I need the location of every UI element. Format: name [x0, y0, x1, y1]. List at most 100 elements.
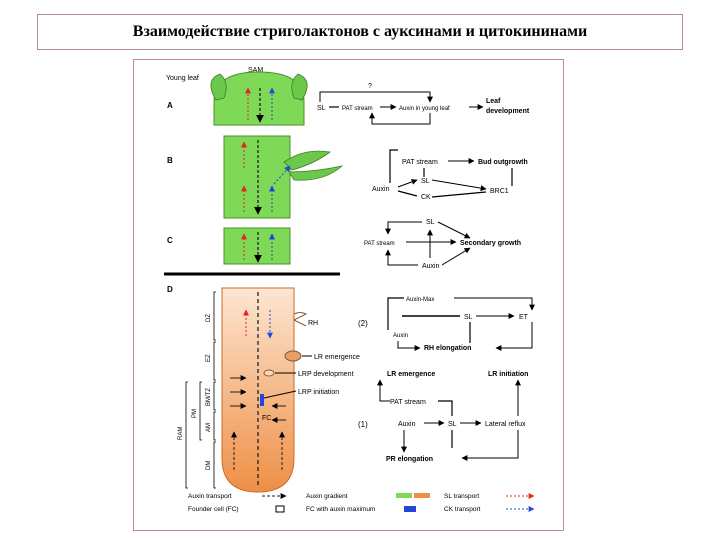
- auxin-node-b: Auxin: [372, 186, 390, 193]
- leaf-development-line1: Leaf: [486, 98, 501, 105]
- legend-fc-swatch: [275, 505, 285, 513]
- panel-c: C SL PAT stream Secondary growth Auxin: [167, 219, 521, 270]
- bud-outgrowth-node: Bud outgrowth: [478, 159, 528, 166]
- figure-frame: A Young leaf SAM ? SL PAT stream Auxin i…: [133, 59, 564, 531]
- lrp-initiation-pointer: [263, 390, 297, 399]
- root-hair: [292, 312, 308, 327]
- lr-emergence-marker: [284, 350, 302, 362]
- lrp-initiation-label: LRP initiation: [298, 389, 339, 396]
- edge-feedback-a: [369, 112, 431, 125]
- pat-stream-node-a: PAT stream: [342, 106, 373, 112]
- edge-auxin-ck: [397, 190, 418, 197]
- lr-emergence-label: LR emergence: [314, 354, 360, 361]
- secondary-growth-node: Secondary growth: [460, 240, 521, 247]
- axillary-bud: [283, 150, 332, 171]
- legend-auxin-gradient: Auxin gradient: [306, 493, 348, 500]
- auxin-node-d1: Auxin: [398, 421, 416, 428]
- edge-sl-brc1: [431, 179, 487, 192]
- pat-stream-node-c: PAT stream: [364, 241, 395, 247]
- sam-label: SAM: [248, 67, 263, 74]
- edge-reflux-pr: [461, 430, 519, 461]
- slide-title: Взаимодействие стриголактонов с ауксинам…: [132, 23, 588, 40]
- axillary-leaf: [288, 165, 344, 181]
- zone-pm: PM: [192, 409, 198, 418]
- panel-label-b: B: [167, 156, 173, 165]
- lrp-development-label: LRP development: [298, 371, 354, 378]
- edge-auxin-secondary: [441, 247, 471, 266]
- sl-node-c: SL: [426, 219, 435, 226]
- edge-sl-pat-c: [385, 221, 422, 235]
- edge-pat-emergence: [377, 379, 390, 402]
- et-node: ET: [519, 314, 529, 321]
- panel-b: B PAT stream Bud outgrowth SL Auxin CK B…: [167, 135, 528, 219]
- leaf-development-line2: development: [486, 108, 530, 115]
- edge-question-loop: [319, 91, 433, 103]
- pat-stream-node-d: PAT stream: [390, 399, 426, 406]
- stem-segment-b: [223, 135, 291, 219]
- lr-emergence-node: LR emergence: [387, 371, 435, 378]
- zone-ez: EZ: [206, 354, 212, 362]
- sl-node-d2: SL: [464, 314, 473, 321]
- panel-d: D RH FC LR emergence LRP development LRP…: [167, 285, 535, 493]
- edge-auxmax-loop: [387, 297, 404, 330]
- zone-dm: DM: [206, 461, 212, 470]
- sl-node-d1: SL: [448, 421, 457, 428]
- question-mark: ?: [368, 83, 372, 90]
- auxin-node-d2: Auxin: [393, 333, 408, 339]
- legend-sl-transport: SL transport: [444, 493, 479, 500]
- edge-auxin-pat-c: [385, 249, 418, 266]
- panel-label-a: A: [167, 101, 173, 110]
- ck-bud-arrow: [273, 165, 291, 185]
- stem-segment-c: [223, 227, 291, 265]
- auxin-node-c: Auxin: [422, 263, 440, 270]
- sl-node-a: SL: [317, 105, 326, 112]
- legend-green-swatch: [396, 493, 412, 498]
- brc1-node: BRC1: [490, 188, 509, 195]
- lateral-auxin-arrows: [230, 375, 286, 470]
- young-leaf-left: [210, 73, 227, 101]
- edge-ck-brc1: [431, 191, 487, 198]
- root-zone-labels: DZ EZ BM/TZ AM DM PM RAM: [178, 314, 212, 470]
- pat-stream-node-b: PAT stream: [402, 159, 438, 166]
- pr-elongation-node: PR elongation: [386, 456, 433, 463]
- shoot-apex: [213, 71, 305, 126]
- edge-et-rh: [495, 322, 533, 351]
- slide-title-box: Взаимодействие стриголактонов с ауксинам…: [37, 14, 683, 50]
- zone-brackets: [185, 291, 216, 489]
- legend-orange-swatch: [414, 493, 430, 498]
- legend-founder-cell: Founder cell (FC): [188, 506, 239, 513]
- edge-sl-secondary: [437, 221, 471, 239]
- edge-auxmax-et: [454, 297, 535, 311]
- edge-auxin-rh: [397, 341, 421, 351]
- pathway-2-label: (2): [358, 319, 368, 328]
- pathway-1-label: (1): [358, 420, 368, 429]
- panel-label-c: C: [167, 236, 173, 245]
- legend-ck-transport: CK transport: [444, 506, 481, 513]
- edge-auxin-pat: [389, 149, 398, 183]
- rh-elongation-node: RH elongation: [424, 345, 471, 352]
- young-leaf-right: [291, 73, 308, 101]
- zone-am: AM: [206, 423, 212, 432]
- lrp-marker: [263, 369, 275, 377]
- lr-initiation-node: LR initiation: [488, 371, 528, 378]
- panel-label-d: D: [167, 285, 173, 294]
- rh-label: RH: [308, 320, 318, 327]
- legend: Auxin transport Auxin gradient SL transp…: [188, 493, 535, 513]
- legend-auxin-transport: Auxin transport: [188, 493, 232, 500]
- edge-auxin-sl: [397, 179, 418, 188]
- interaction-diagram: A Young leaf SAM ? SL PAT stream Auxin i…: [164, 67, 535, 513]
- fc-label: FC: [262, 415, 271, 422]
- auxin-max-node: Auxin-Max: [406, 297, 434, 303]
- legend-fc-max-swatch: [404, 506, 416, 512]
- zone-dz: DZ: [206, 314, 212, 322]
- panel-a: A Young leaf SAM ? SL PAT stream Auxin i…: [166, 67, 530, 126]
- auxin-young-leaf-node: Auxin in young leaf: [399, 106, 450, 112]
- edge-pat-sl-d1: [438, 400, 453, 416]
- lateral-reflux-node: Lateral reflux: [485, 421, 526, 428]
- legend-fc-auxin-max: FC with auxin maximum: [306, 506, 375, 513]
- ck-node-b: CK: [421, 194, 431, 201]
- young-leaf-label: Young leaf: [166, 75, 199, 82]
- fc-marker: [260, 394, 264, 406]
- zone-bm-tz: BM/TZ: [206, 388, 212, 406]
- zone-ram: RAM: [178, 427, 184, 440]
